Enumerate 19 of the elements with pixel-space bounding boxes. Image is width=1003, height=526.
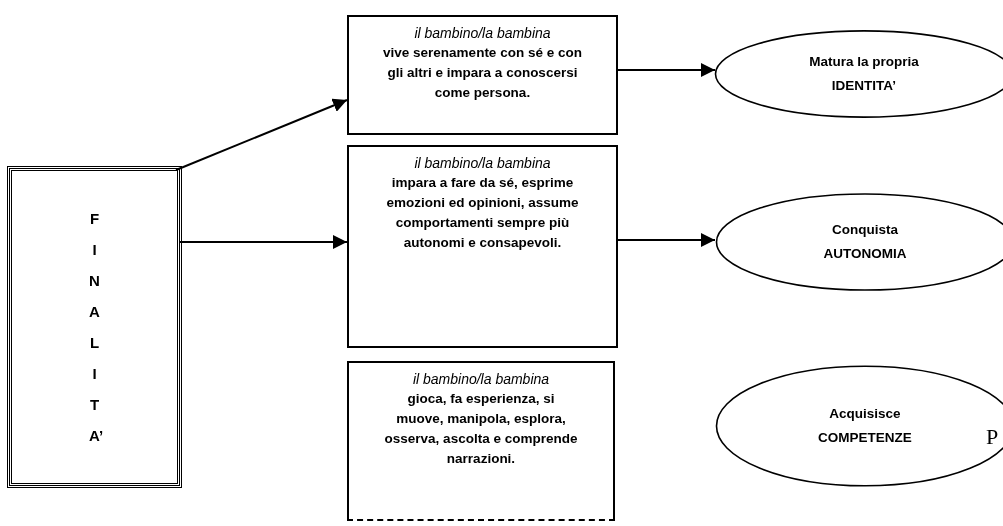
- stray-letter: P: [986, 424, 999, 450]
- arrow: [179, 235, 348, 249]
- vertical-title: FINALITA’: [88, 209, 101, 446]
- text-box: [347, 145, 618, 348]
- goal-text: Matura la propria IDENTITA’: [808, 53, 920, 95]
- goal-text: Acquisisce COMPETENZE: [817, 405, 913, 447]
- arrow: [175, 98, 348, 171]
- arrow: [617, 63, 716, 77]
- title-box: [9, 168, 180, 486]
- subject-heading: il bambino/la bambina: [414, 154, 551, 173]
- text-box: [347, 361, 615, 521]
- goal-text: Conquista AUTONOMIA: [822, 221, 908, 263]
- description-text: vive serenamente con sé e con gli altri e impara a conoscersi come persona.: [383, 44, 582, 102]
- description-text: gioca, fa esperienza, si muove, manipola, esplora, osserva, ascolta e comprende narrazioni.: [383, 390, 579, 468]
- text-box: [347, 15, 618, 135]
- subject-heading: il bambino/la bambina: [412, 370, 550, 389]
- arrow: [617, 233, 716, 247]
- description-text: impara a fare da sé, esprime emozioni ed opinioni, assume comportamenti sempre più autonomi e consapevoli.: [385, 174, 580, 252]
- subject-heading: il bambino/la bambina: [414, 24, 551, 43]
